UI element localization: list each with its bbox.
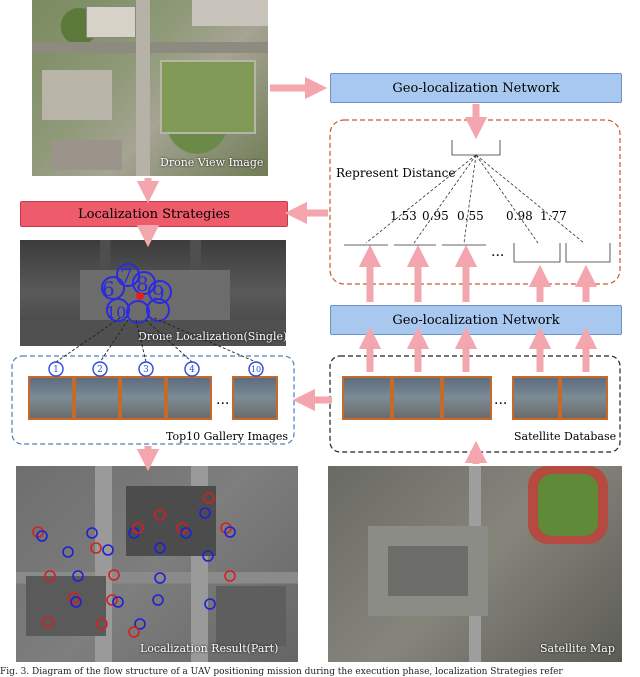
distance-value-1: 1.53: [390, 209, 417, 223]
rank-badge-10: 10: [251, 365, 261, 374]
gallery-strip: [28, 376, 278, 420]
figure-caption: Fig. 3. Diagram of the flow structure of…: [0, 667, 563, 677]
gallery-ellipsis: ...: [216, 392, 229, 408]
localization-result-image: Localization Result(Part): [16, 466, 298, 662]
rank-badge-4: 4: [189, 365, 195, 375]
localization-result-label: Localization Result(Part): [140, 642, 279, 655]
satellite-map-image: Satellite Map: [328, 466, 622, 662]
cluster-digit-10: 10: [106, 303, 126, 322]
rank-badge-2: 2: [97, 365, 103, 375]
cluster-digit-8: 8: [136, 272, 149, 296]
represent-distance-label: Represent Distance: [336, 166, 455, 180]
distance-ellipsis: ...: [491, 244, 504, 260]
result-markers: [32, 492, 236, 638]
rank-badge-3: 3: [143, 365, 149, 375]
top10-label: Top10 Gallery Images: [166, 430, 288, 443]
drone-localization-label: Drone Localization(Single): [138, 330, 286, 343]
rank-badge-1: 1: [53, 365, 59, 375]
satellite-database-label: Satellite Database: [514, 430, 616, 443]
satellite-map-label: Satellite Map: [540, 642, 615, 655]
database-ellipsis: ...: [494, 392, 507, 408]
distance-value-4: 0.98: [506, 209, 533, 223]
distance-value-5: 1.77: [540, 209, 567, 223]
cluster-digit-7: 7: [120, 264, 133, 288]
top10-frame: [11, 355, 295, 445]
drone-view-label: Drone View Image: [160, 156, 264, 169]
geo-network-top-box: Geo-localization Network: [330, 73, 622, 103]
distance-value-3: 0.55: [457, 209, 484, 223]
distance-value-2: 0.95: [422, 209, 449, 223]
cluster-digit-9: 9: [152, 281, 165, 305]
cluster-digit-6: 6: [102, 277, 115, 301]
satellite-strip: [342, 376, 608, 420]
drone-view-image: Drone View Image: [32, 0, 268, 176]
cluster-center: [136, 292, 144, 300]
drone-localization-image: Drone Localization(Single): [20, 240, 286, 346]
cluster-circles: [101, 263, 172, 324]
